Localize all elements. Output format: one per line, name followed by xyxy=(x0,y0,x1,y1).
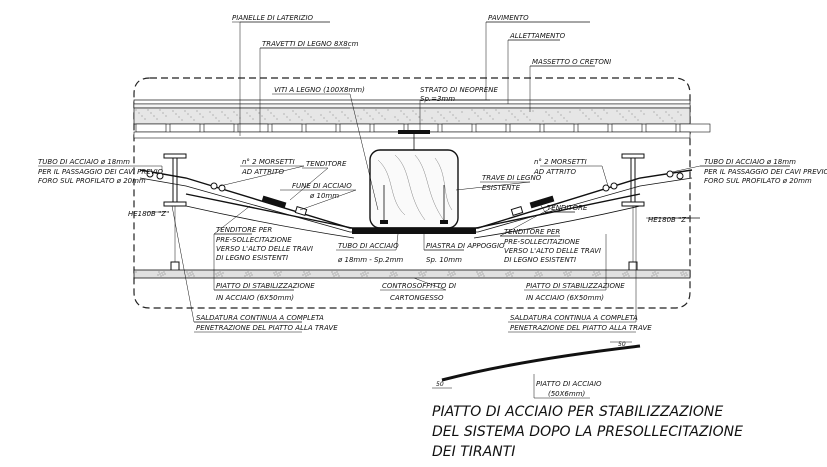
label-fune: FUNE DI ACCIAIO xyxy=(292,182,352,190)
pianella-tile xyxy=(441,123,473,133)
label-tenditore: TENDITORE xyxy=(306,160,347,168)
label-pavimento: PAVIMENTO xyxy=(488,14,529,22)
pianella-tile xyxy=(203,123,235,133)
pianella-tile xyxy=(271,123,303,133)
pianelle-row xyxy=(135,123,711,133)
title-line-2: DEL SISTEMA DOPO LA PRESOLLECITAZIONE xyxy=(432,424,743,440)
massetto-layer xyxy=(133,107,691,125)
massetto-texture xyxy=(135,109,682,122)
label-tend-per-right-4: DI LEGNO ESISTENTI xyxy=(504,256,576,264)
label-he-right: HE180B "Z" xyxy=(648,216,689,224)
tenditori xyxy=(261,195,555,216)
label-controsoffitto-2: CARTONGESSO xyxy=(390,294,444,302)
label-morsetti-right: n° 2 MORSETTI xyxy=(534,158,587,166)
label-saldatura-right-2: PENETRAZIONE DEL PIATTO ALLA TRAVE xyxy=(510,324,652,332)
leader-lines xyxy=(38,21,790,333)
pianella-tile xyxy=(645,123,677,133)
label-tubo-right: TUBO DI ACCIAIO ø 18mm xyxy=(704,158,796,166)
label-piastra-2: Sp. 10mm xyxy=(426,256,462,264)
pavimento-layer xyxy=(133,99,691,105)
label-piastra: PIASTRA DI APPOGGIO xyxy=(426,242,505,250)
label-tend-per-left: TENDITORE PER xyxy=(216,226,272,234)
label-dim-50-left: 50 xyxy=(436,381,444,388)
label-controsoffitto: CONTROSOFFITTO DI xyxy=(382,282,456,290)
controsoffitto xyxy=(133,269,691,279)
trave-legno-esistente xyxy=(369,134,459,229)
pianella-tile xyxy=(339,123,371,133)
label-fune-diametro: ø 10mm xyxy=(309,192,339,200)
label-viti: VITI A LEGNO (100X8mm) xyxy=(274,86,365,94)
label-tend-per-right-3: VERSO L'ALTO DELLE TRAVI xyxy=(504,247,601,255)
label-trave-legno-2: ESISTENTE xyxy=(482,184,521,192)
morsetti xyxy=(146,170,684,192)
title-line-1: PIATTO DI ACCIAIO PER STABILIZZAZIONE xyxy=(432,404,723,420)
label-tubo-left: TUBO DI ACCIAIO ø 18mm xyxy=(38,158,130,166)
floor-layers xyxy=(133,99,711,133)
label-tend-per-right: TENDITORE PER xyxy=(504,228,560,236)
label-tubo-center: TUBO DI ACCIAIO xyxy=(338,242,399,250)
pianella-tile xyxy=(135,123,167,133)
title-line-3: DEI TIRANTI xyxy=(432,444,515,460)
label-piatto-left: PIATTO DI STABILIZZAZIONE xyxy=(216,282,315,290)
label-morsetti-left-2: AD ATTRITO xyxy=(241,168,284,176)
label-morsetti-right-2: AD ATTRITO xyxy=(533,168,576,176)
label-piatto-detail-2: (50X6mm) xyxy=(548,390,586,398)
label-travetti: TRAVETTI DI LEGNO 8X8cm xyxy=(262,40,359,48)
label-morsetti-left: n° 2 MORSETTI xyxy=(242,158,295,166)
section-boundary-dashed xyxy=(133,77,691,309)
label-saldatura-left-2: PENETRAZIONE DEL PIATTO ALLA TRAVE xyxy=(196,324,338,332)
label-massetto: MASSETTO O CRETONI xyxy=(532,58,611,66)
label-tubo-right-3: FORO SUL PROFILATO ø 20mm xyxy=(704,177,812,185)
pianella-tile xyxy=(169,123,201,133)
he180b-beam-right xyxy=(621,153,645,273)
pianella-tile xyxy=(679,123,711,133)
label-allettamento: ALLETTAMENTO xyxy=(509,32,566,40)
pianella-tile xyxy=(237,123,269,133)
label-piatto-right-2: IN ACCIAIO (6X50mm) xyxy=(526,294,604,302)
label-tubo-left-3: FORO SUL PROFILATO ø 20mm xyxy=(38,177,146,185)
pianella-tile xyxy=(305,123,337,133)
label-tubo-center-2: ø 18mm - Sp.2mm xyxy=(337,256,403,264)
label-trave-legno: TRAVE DI LEGNO xyxy=(482,174,542,182)
allettamento-layer xyxy=(133,103,691,109)
label-piatto-left-2: IN ACCIAIO (6X50mm) xyxy=(216,294,294,302)
label-tend-per-left-2: PRE-SOLLECITAZIONE xyxy=(216,236,292,244)
stabilization-plates xyxy=(185,205,641,239)
label-saldatura-right: SALDATURA CONTINUA A COMPLETA xyxy=(510,314,638,322)
label-tubo-left-2: PER IL PASSAGGIO DEI CAVI PREVIO xyxy=(38,168,164,176)
label-saldatura-left: SALDATURA CONTINUA A COMPLETA xyxy=(196,314,324,322)
pianella-tile xyxy=(577,123,609,133)
label-piatto-detail: PIATTO DI ACCIAIO xyxy=(536,380,602,388)
label-pianelle: PIANELLE DI LATERIZIO xyxy=(232,14,314,22)
tension-cables xyxy=(139,169,693,233)
neoprene-strip xyxy=(398,130,430,134)
label-tend-per-right-2: PRE-SOLLECITAZIONE xyxy=(504,238,580,246)
label-tend-per-left-4: DI LEGNO ESISTENTI xyxy=(216,254,288,262)
label-dim-50-right: 50 xyxy=(618,341,626,348)
label-neoprene-thickness: Sp.=3mm xyxy=(420,95,455,103)
label-he-left: HE180B "Z" xyxy=(128,210,169,218)
label-neoprene: STRATO DI NEOPRENE xyxy=(420,86,498,94)
piatto-acciaio-detail xyxy=(432,341,641,399)
label-tubo-right-2: PER IL PASSAGGIO DEI CAVI PREVIO xyxy=(704,168,827,176)
label-tend-per-left-3: VERSO L'ALTO DELLE TRAVI xyxy=(216,245,313,253)
pianella-tile xyxy=(543,123,575,133)
piastra-appoggio xyxy=(352,228,476,234)
label-piatto-right: PIATTO DI STABILIZZAZIONE xyxy=(526,282,625,290)
pianella-tile xyxy=(611,123,643,133)
pianella-tile xyxy=(509,123,541,133)
pianella-tile xyxy=(475,123,507,133)
labels: PIANELLE DI LATERIZIO PAVIMENTO ALLETTAM… xyxy=(38,14,827,460)
label-tenditore-right: TENDITORE xyxy=(547,204,588,212)
